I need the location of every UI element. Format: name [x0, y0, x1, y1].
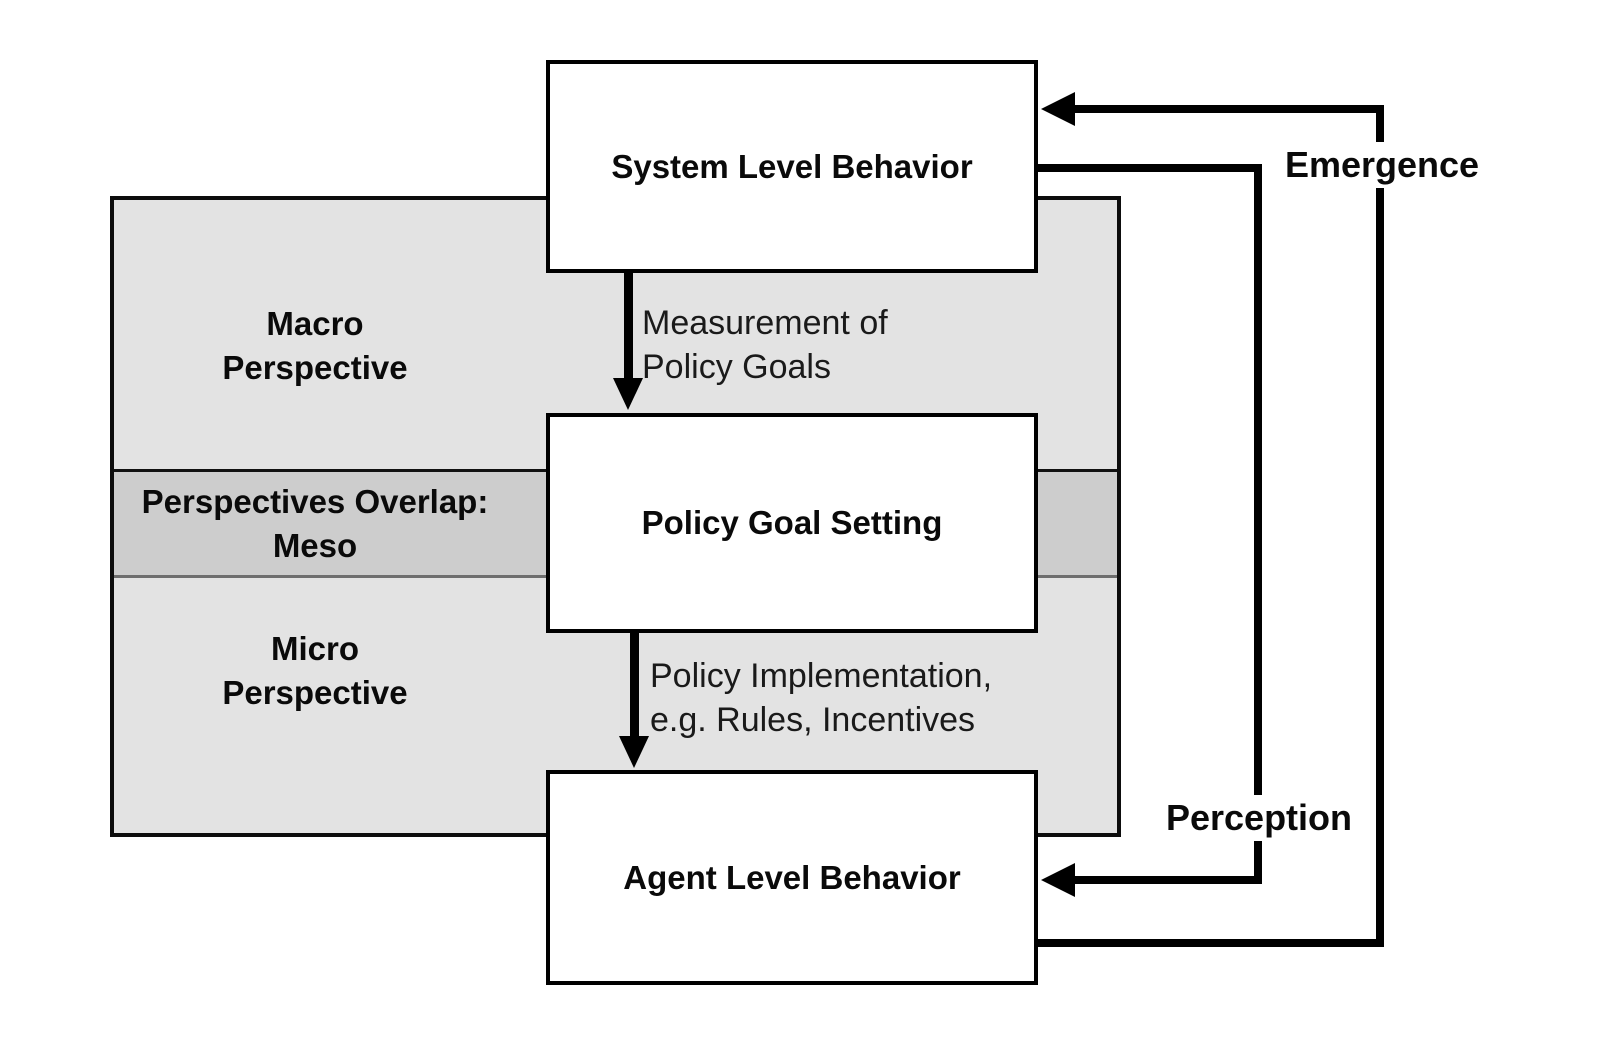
- agent-box-label: Agent Level Behavior: [623, 858, 961, 896]
- micro-label-line2: Perspective: [222, 674, 408, 711]
- measurement-label-line2: Policy Goals: [642, 348, 831, 386]
- perception-line-right: [1254, 164, 1262, 884]
- measurement-arrow-shaft: [624, 271, 633, 379]
- system-box-label: System Level Behavior: [611, 147, 973, 185]
- policy-box-label: Policy Goal Setting: [641, 504, 943, 541]
- implementation-label-line2: e.g. Rules, Incentives: [650, 701, 976, 739]
- meso-label-line1: Perspectives Overlap:: [141, 483, 489, 520]
- perception-line-top: [1038, 164, 1262, 172]
- agent-level-behavior-box: Agent Level Behavior: [546, 770, 1038, 985]
- macro-perspective-label: Macro Perspective: [95, 302, 535, 390]
- emergence-line-bottom: [1038, 939, 1384, 947]
- micro-perspective-label: Micro Perspective: [95, 627, 535, 715]
- system-level-behavior-box: System Level Behavior: [546, 60, 1038, 273]
- measurement-label-line1: Measurement of: [642, 304, 888, 342]
- measurement-arrowhead-icon: [613, 378, 643, 410]
- meso-overlap-label: Perspectives Overlap: Meso: [95, 480, 535, 568]
- macro-label-line2: Perspective: [222, 349, 408, 386]
- implementation-arrow-shaft: [630, 630, 639, 737]
- perception-arrowhead-icon: [1041, 863, 1075, 897]
- macro-label-line1: Macro: [266, 305, 364, 342]
- perception-label: Perception: [1157, 795, 1361, 841]
- measurement-edge-label: Measurement of Policy Goals: [642, 301, 888, 389]
- perception-line-bottom: [1070, 876, 1262, 884]
- implementation-edge-label: Policy Implementation, e.g. Rules, Incen…: [650, 654, 992, 742]
- micro-label-line1: Micro: [270, 630, 359, 667]
- emergence-label: Emergence: [1276, 142, 1488, 188]
- emergence-arrowhead-icon: [1041, 92, 1075, 126]
- emergence-line-right: [1376, 105, 1384, 947]
- implementation-arrowhead-icon: [619, 736, 649, 768]
- implementation-label-line1: Policy Implementation,: [650, 657, 993, 695]
- meso-label-line2: Meso: [272, 527, 358, 564]
- policy-goal-setting-box: Policy Goal Setting: [546, 413, 1038, 633]
- emergence-line-top: [1070, 105, 1384, 113]
